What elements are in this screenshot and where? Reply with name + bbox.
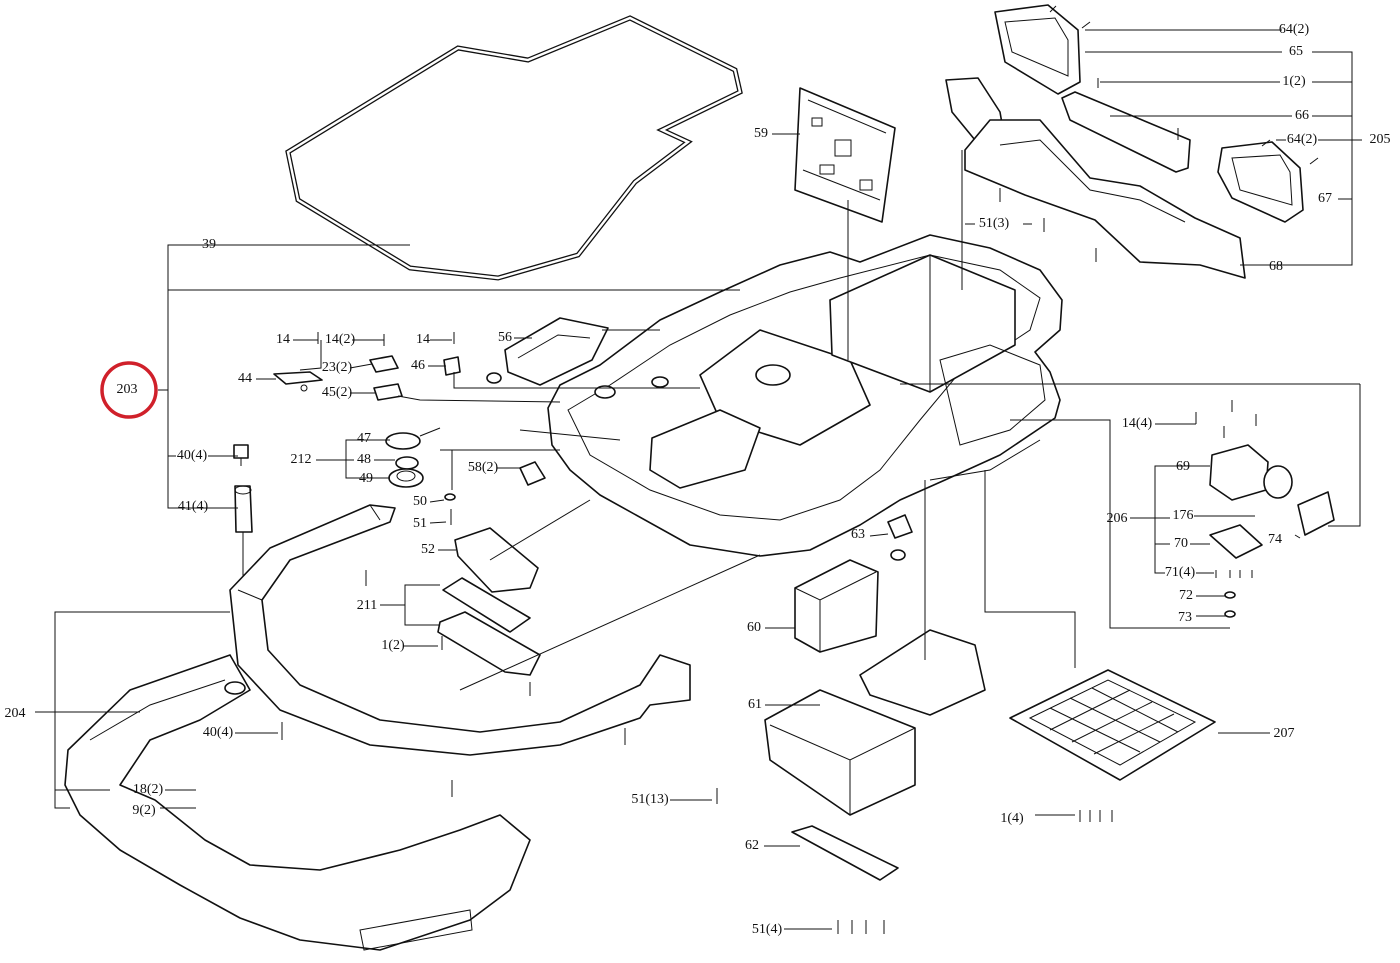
label-207: 207 <box>1274 726 1295 741</box>
label-68: 68 <box>1269 259 1283 274</box>
label-74: 74 <box>1268 532 1282 547</box>
label-40a: 40(4) <box>177 448 208 463</box>
label-64b: 64(2) <box>1287 132 1318 147</box>
control-board-59 <box>794 87 896 223</box>
callout-labels: 39 203 40(4) 41(4) 14 14(2) 23(2) 45(2) … <box>5 22 1391 937</box>
label-18: 18(2) <box>133 782 164 797</box>
bracket-44 <box>273 371 323 392</box>
label-63: 63 <box>851 527 865 542</box>
gasket-39 <box>285 15 743 281</box>
label-1c: 1(4) <box>1000 811 1024 826</box>
standoff-40 <box>233 444 249 466</box>
nozzle-part <box>486 372 502 384</box>
label-62: 62 <box>745 838 759 853</box>
tray-207 <box>1009 669 1216 781</box>
label-203: 203 <box>117 382 138 397</box>
label-73: 73 <box>1178 610 1192 625</box>
label-14c: 14 <box>416 332 430 347</box>
label-59: 59 <box>754 126 768 141</box>
label-56: 56 <box>498 330 512 345</box>
label-50: 50 <box>413 494 427 509</box>
label-61: 61 <box>748 697 762 712</box>
label-176: 176 <box>1173 508 1194 523</box>
label-67: 67 <box>1318 191 1332 206</box>
label-65: 65 <box>1289 44 1303 59</box>
screw-row-1 <box>1079 810 1113 822</box>
label-48: 48 <box>357 452 371 467</box>
label-47: 47 <box>357 431 371 446</box>
washers-72-73 <box>1215 570 1253 618</box>
battery-box-61 <box>764 629 986 816</box>
label-23: 23(2) <box>322 360 353 375</box>
label-212: 212 <box>291 452 312 467</box>
plate-62 <box>791 825 899 881</box>
label-14d: 14(4) <box>1122 416 1153 431</box>
seal-group-212 <box>385 427 441 488</box>
leader-lines <box>35 29 1362 930</box>
clip-46 <box>443 356 461 376</box>
cover-56 <box>504 317 609 386</box>
label-211: 211 <box>357 598 377 613</box>
main-housing <box>547 234 1063 557</box>
label-14a: 14 <box>276 332 290 347</box>
label-51d: 51(4) <box>752 922 783 937</box>
cover-assembly-211 <box>365 570 541 696</box>
battery-60 <box>794 559 879 653</box>
cover-52 <box>454 527 539 593</box>
clip-58 <box>519 461 546 486</box>
label-1a: 1(2) <box>1282 74 1306 89</box>
label-66: 66 <box>1295 108 1309 123</box>
washer-50 <box>444 493 456 501</box>
label-49: 49 <box>359 471 373 486</box>
bumper-frame <box>229 504 691 756</box>
label-69: 69 <box>1176 459 1190 474</box>
clip-45 <box>373 383 403 401</box>
clip-23 <box>369 355 399 373</box>
label-58: 58(2) <box>468 460 499 475</box>
handle-assembly-205 <box>945 4 1319 279</box>
label-70: 70 <box>1174 536 1188 551</box>
screw-row-51 <box>837 920 885 934</box>
label-71: 71(4) <box>1165 565 1196 580</box>
label-41: 41(4) <box>178 499 209 514</box>
label-51b: 51 <box>413 516 427 531</box>
label-64a: 64(2) <box>1279 22 1310 37</box>
label-46: 46 <box>411 358 425 373</box>
label-1b: 1(2) <box>381 638 405 653</box>
label-51a: 51(3) <box>979 216 1010 231</box>
label-205: 205 <box>1370 132 1391 147</box>
label-52: 52 <box>421 542 435 557</box>
drive-motor-206 <box>1195 400 1335 559</box>
label-60: 60 <box>747 620 761 635</box>
label-39: 39 <box>202 237 216 252</box>
label-44: 44 <box>238 371 252 386</box>
label-14b: 14(2) <box>325 332 356 347</box>
label-9: 9(2) <box>132 803 156 818</box>
label-206: 206 <box>1107 511 1128 526</box>
highlight-circle-203 <box>100 361 158 419</box>
label-45: 45(2) <box>322 385 353 400</box>
label-51c: 51(13) <box>631 792 669 807</box>
label-40b: 40(4) <box>203 725 234 740</box>
label-72: 72 <box>1179 588 1193 603</box>
label-204: 204 <box>5 706 26 721</box>
connector-63 <box>887 514 913 561</box>
